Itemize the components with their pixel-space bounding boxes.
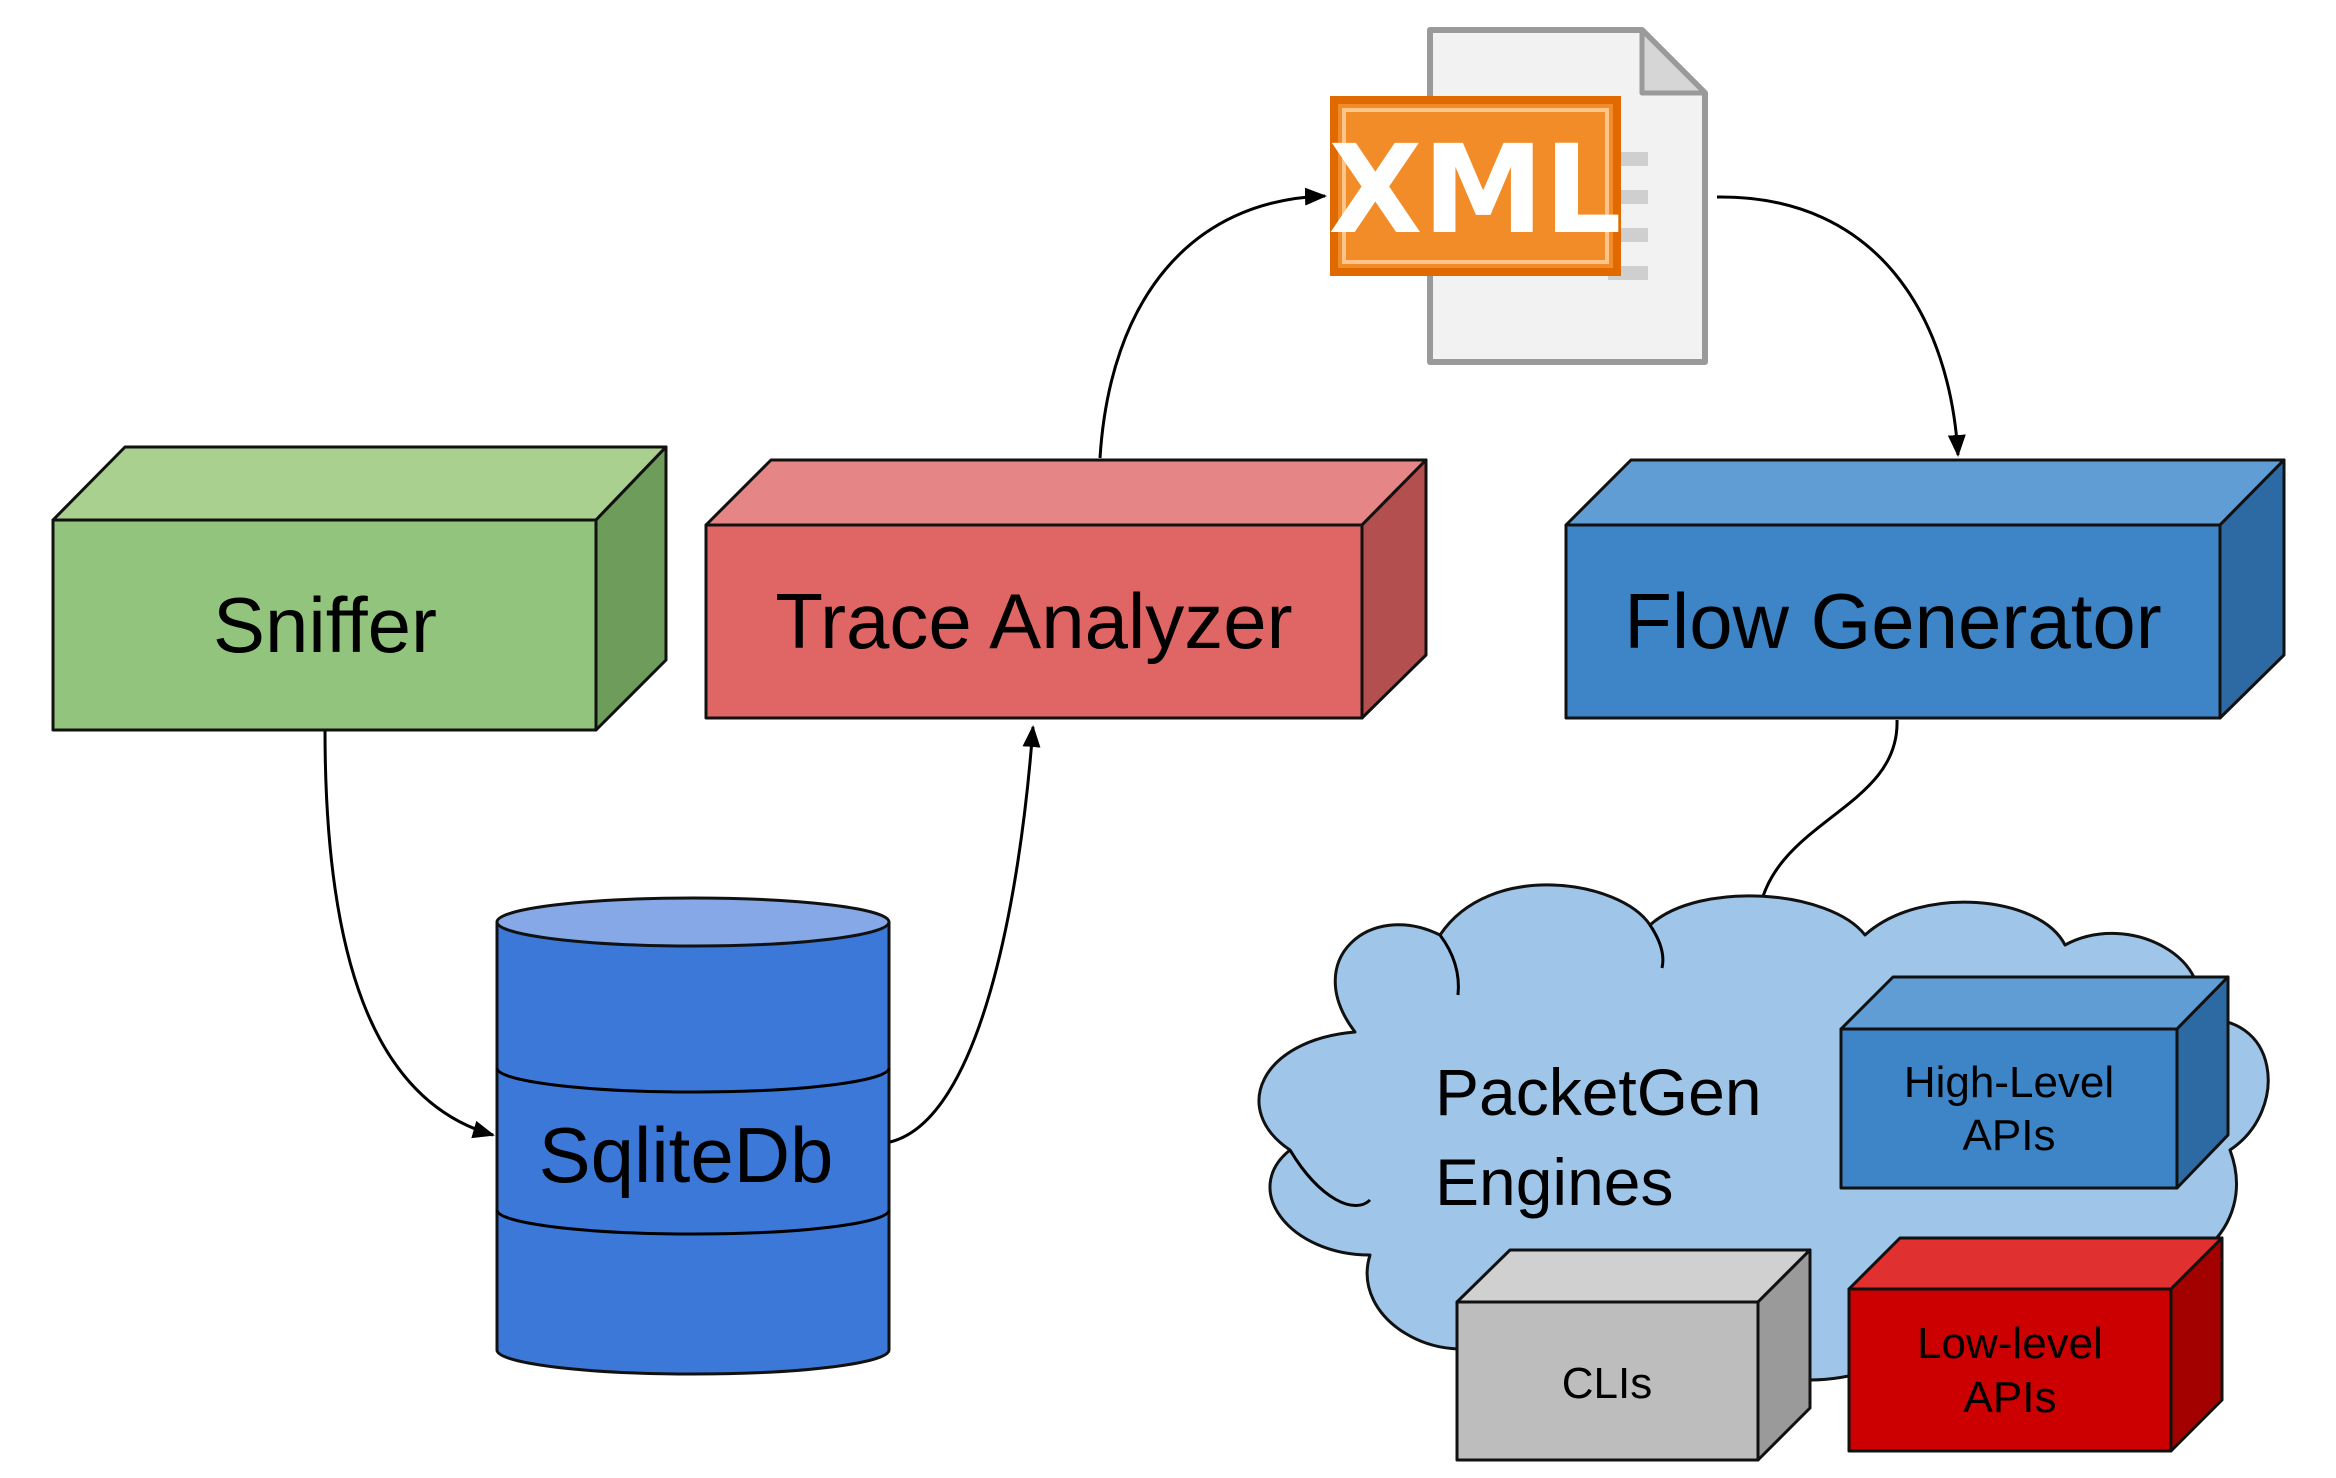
high-level-apis-label-line-1: High-Level xyxy=(1904,1058,2114,1107)
low-level-apis-label-line-2: APIs xyxy=(1964,1373,2057,1422)
flow-generator-label: Flow Generator xyxy=(1624,577,2162,665)
sqlitedb-cylinder: SqliteDb xyxy=(495,896,891,1376)
cloud-inner-curve-2 xyxy=(1438,934,1460,996)
sniffer-label: Sniffer xyxy=(213,581,437,669)
trace-analyzer-block: Trace Analyzer xyxy=(704,458,1428,720)
flow-generator-top-face xyxy=(1564,458,2286,527)
edge-trace-analyzer-to-xml xyxy=(1098,187,1327,459)
xml-badge-inner-border xyxy=(1342,108,1609,264)
low-level-apis-top-face xyxy=(1847,1236,2224,1291)
packetgen-label-line-1: PacketGen xyxy=(1435,1055,1762,1129)
sniffer-top-face xyxy=(51,445,668,522)
flow-generator-front-face xyxy=(1564,523,2222,720)
high-level-apis-block: High-Level APIs xyxy=(1839,975,2230,1190)
high-level-apis-front-face xyxy=(1839,1027,2179,1190)
clis-block: CLIs xyxy=(1455,1248,1812,1462)
edge-xml-to-flow-generator xyxy=(1716,195,1966,457)
cloud-inner-curve-1 xyxy=(1288,1149,1372,1207)
sniffer-front-face xyxy=(51,518,598,732)
edges xyxy=(323,187,1966,1144)
flow-generator-block: Flow Generator xyxy=(1564,458,2286,720)
sqlitedb-divider-1 xyxy=(495,1067,891,1094)
clis-front-face xyxy=(1455,1300,1760,1462)
low-level-apis-label-line-1: Low-level xyxy=(1917,1319,2103,1368)
cloud-inner-curve-3 xyxy=(1648,924,1665,969)
sniffer-block: Sniffer xyxy=(51,445,668,732)
xml-page-fold xyxy=(1639,27,1708,96)
edge-sqlitedb-to-trace-analyzer xyxy=(889,725,1041,1144)
edge-sniffer-to-sqlitedb xyxy=(323,729,495,1139)
sqlitedb-body xyxy=(495,920,891,1376)
packetgen-label-line-2: Engines xyxy=(1435,1145,1674,1219)
xml-badge-text: XML xyxy=(1328,119,1621,261)
xml-file-icon: XML xyxy=(1328,27,1708,365)
low-level-apis-block: Low-level APIs xyxy=(1847,1236,2224,1453)
sqlitedb-divider-2 xyxy=(495,1209,891,1236)
high-level-apis-label-line-2: APIs xyxy=(1963,1111,2056,1160)
clis-top-face xyxy=(1455,1248,1812,1304)
high-level-apis-top-face xyxy=(1839,975,2230,1031)
edge-flow-generator-to-packetgen xyxy=(1751,719,1899,920)
packetgen-engines-cloud: PacketGen Engines High-Level APIs CLIs L… xyxy=(1257,883,2270,1462)
sqlitedb-top xyxy=(495,896,891,948)
trace-analyzer-label: Trace Analyzer xyxy=(775,577,1292,665)
sqlitedb-label: SqliteDb xyxy=(539,1111,834,1199)
low-level-apis-front-face xyxy=(1847,1287,2173,1453)
trace-analyzer-front-face xyxy=(704,523,1364,720)
trace-analyzer-top-face xyxy=(704,458,1428,527)
clis-label: CLIs xyxy=(1562,1359,1652,1408)
xml-badge xyxy=(1330,96,1621,276)
